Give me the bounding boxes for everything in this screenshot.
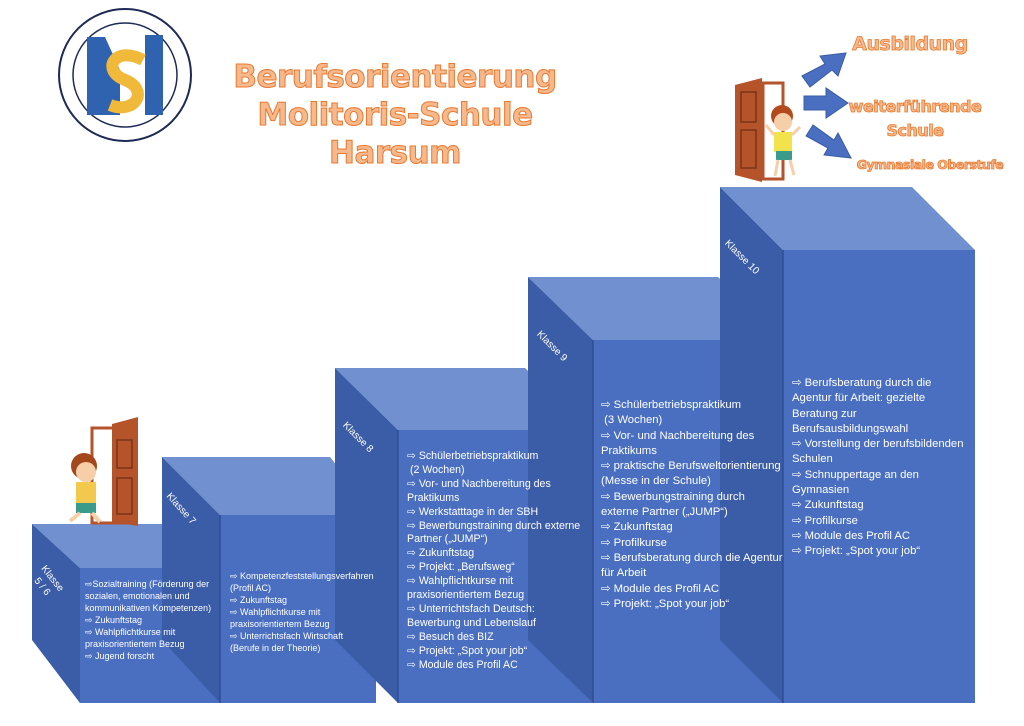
arrow-up-right-icon bbox=[801, 52, 847, 88]
step-content-10: ⇨ Berufsberatung durch die Agentur für A… bbox=[792, 376, 972, 560]
door-illustration-right bbox=[735, 78, 802, 182]
outcome-ausbildung: Ausbildung bbox=[852, 33, 969, 56]
step-item: ⇨ Projekt: „Spot your job“ bbox=[792, 545, 921, 558]
step-item: ⇨ Bewerbungstraining durch externe Partn… bbox=[601, 490, 748, 519]
step-item: ⇨ Unterrichtsfach Deutsch: Bewerbung und… bbox=[407, 602, 538, 629]
step-content-9: ⇨ Schülerbetriebspraktikum (3 Wochen) ⇨ … bbox=[601, 398, 783, 612]
step-item: ⇨ Unterrichtsfach Wirtschaft (Berufe in … bbox=[230, 631, 346, 653]
step-item: ⇨ Schülerbetriebspraktikum (3 Wochen) bbox=[601, 399, 742, 427]
step-item: ⇨ Module des Profil AC bbox=[601, 582, 720, 595]
step-item: ⇨ Kompetenzfeststellungsverfahren (Profi… bbox=[230, 571, 374, 593]
title-line-3: Harsum bbox=[329, 135, 462, 172]
step-item: ⇨ Berufsberatung durch die Agentur für A… bbox=[601, 551, 783, 580]
step-content-7: ⇨ Kompetenzfeststellungsverfahren (Profi… bbox=[230, 570, 374, 654]
step-content-5-6: ⇨Sozialtraining (Förderung der sozialen,… bbox=[85, 578, 217, 662]
step-item: ⇨ praktische Berufsweltorientierung (Mes… bbox=[601, 460, 784, 488]
title-line-1: Berufsorientierung bbox=[233, 59, 558, 96]
page-title: Berufsorientierung Molitoris-Schule Hars… bbox=[195, 58, 595, 172]
step-item: ⇨ Vor- und Nachbereitung des Praktikums bbox=[407, 477, 554, 504]
step-item: ⇨ Projekt: „Spot your job“ bbox=[407, 644, 528, 657]
step-item: ⇨ Jugend forscht bbox=[85, 651, 155, 661]
outcome-weiterfuehrende-schule: weiterführende Schule bbox=[848, 97, 982, 141]
step-item: ⇨ Wahlpflichtkurse mit praxisorientierte… bbox=[85, 627, 185, 649]
step-item: ⇨ Berufsberatung durch die Agentur für A… bbox=[792, 377, 934, 435]
step-content-8: ⇨ Schülerbetriebspraktikum (2 Wochen) ⇨ … bbox=[407, 450, 589, 673]
step-item: ⇨ Vorstellung der berufsbildenden Schule… bbox=[792, 438, 967, 466]
step-item: ⇨ Projekt: „Berufsweg“ bbox=[407, 561, 515, 574]
step-item: ⇨ Zukunftstag bbox=[85, 615, 143, 625]
arrow-down-right-icon bbox=[805, 124, 852, 159]
arrow-right-icon bbox=[803, 87, 849, 119]
step-item: ⇨ Wahlpflichtkurse mit praxisorientierte… bbox=[407, 575, 525, 602]
title-line-2: Molitoris-Schule bbox=[257, 97, 534, 134]
school-logo bbox=[58, 8, 192, 142]
step-item: ⇨ Werkstatttage in der SBH bbox=[407, 505, 539, 518]
step-item: ⇨ Schnuppertage an den Gymnasien bbox=[792, 468, 923, 497]
step-item: ⇨ Zukunftstag bbox=[601, 521, 673, 534]
step-item: ⇨ Schülerbetriebspraktikum (2 Wochen) bbox=[407, 450, 539, 476]
step-item: ⇨ Zukunftstag bbox=[792, 499, 864, 512]
step-item: ⇨ Besuch des BIZ bbox=[407, 630, 494, 643]
step-item: ⇨ Zukunftstag bbox=[407, 547, 475, 560]
step-item: ⇨ Profilkurse bbox=[792, 514, 858, 527]
step-item: ⇨ Module des Profil AC bbox=[407, 658, 518, 671]
step-block-10 bbox=[720, 187, 975, 703]
step-item: ⇨ Zukunftstag bbox=[230, 595, 288, 605]
step-item: ⇨ Module des Profil AC bbox=[792, 529, 911, 542]
step-item: ⇨ Projekt: „Spot your job“ bbox=[601, 597, 730, 610]
step-item: ⇨ Wahlpflichtkurse mit praxisorientierte… bbox=[230, 607, 330, 629]
step-item: ⇨Sozialtraining (Förderung der sozialen,… bbox=[85, 579, 212, 613]
door-illustration-left bbox=[68, 417, 138, 526]
outcome-gymnasiale-oberstufe: Gymnasiale Oberstufe bbox=[856, 157, 1004, 173]
step-item: ⇨ Bewerbungstraining durch externe Partn… bbox=[407, 519, 584, 546]
step-item: ⇨ Vor- und Nachbereitung des Praktikums bbox=[601, 429, 758, 457]
step-item: ⇨ Profilkurse bbox=[601, 536, 667, 549]
